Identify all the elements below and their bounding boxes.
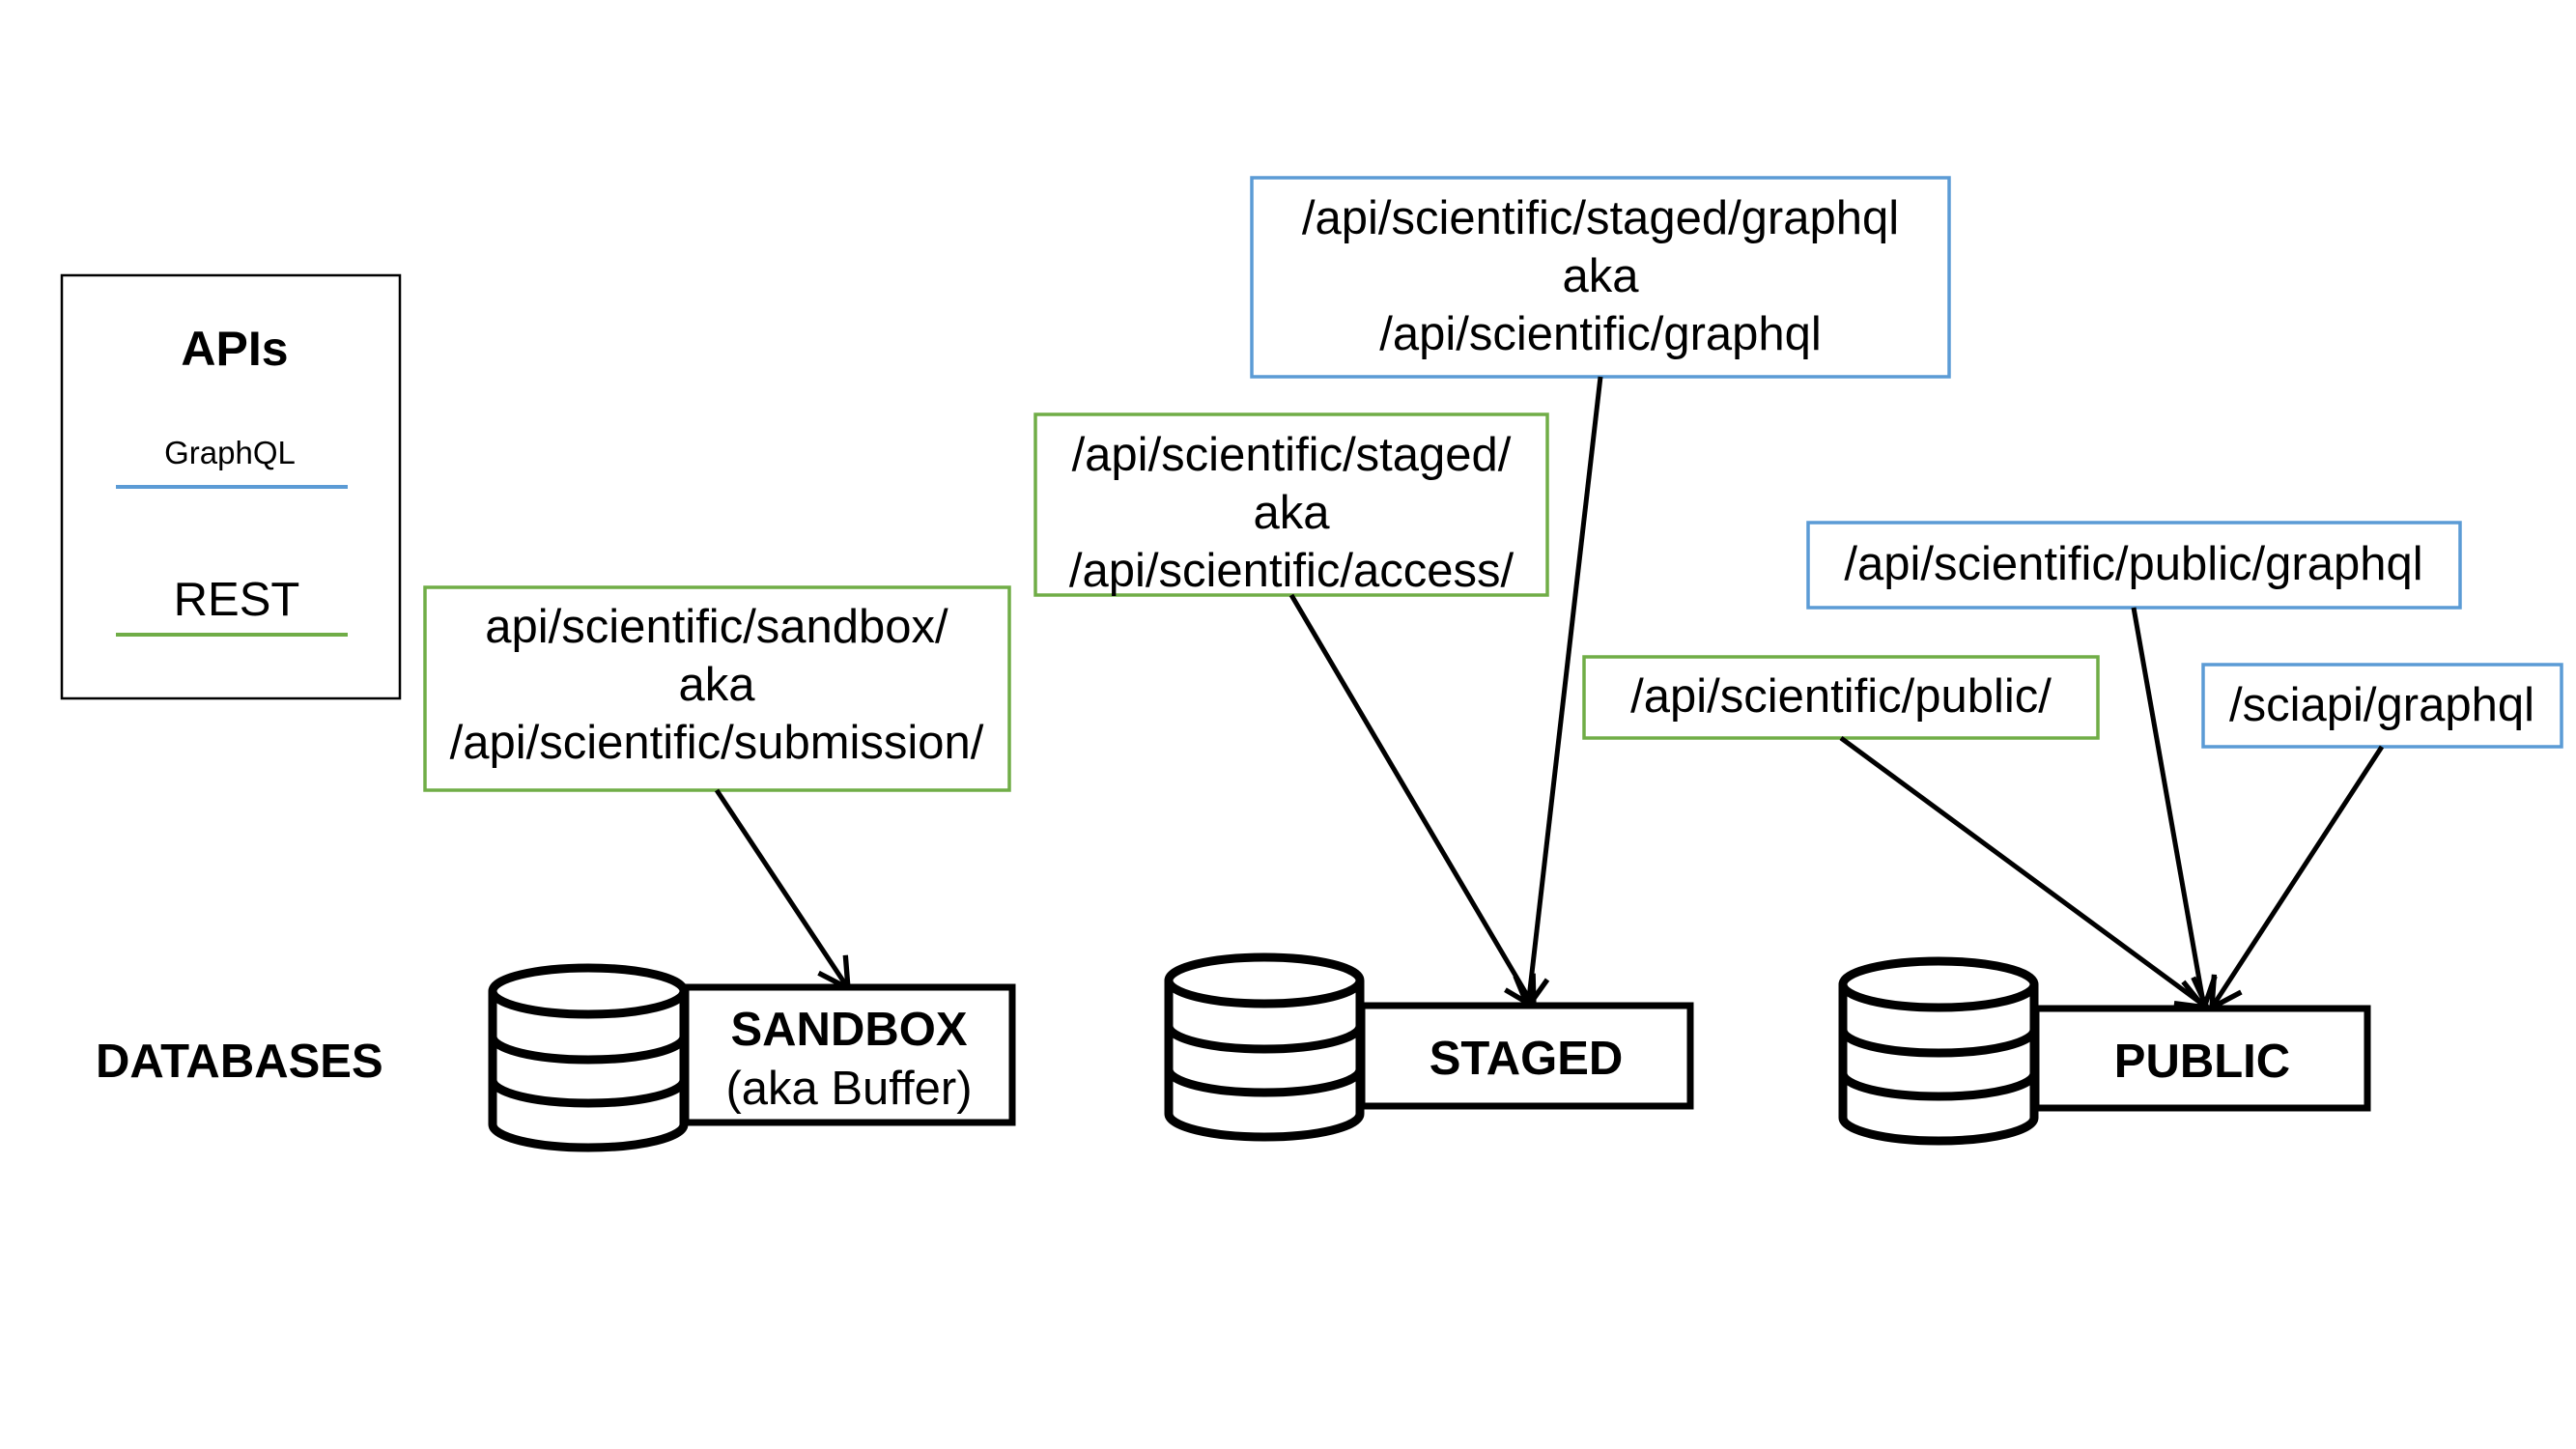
endpoint-frame xyxy=(2201,663,2563,749)
connection-arrow xyxy=(1513,376,1603,1012)
database-name: STAGED xyxy=(1430,1033,1624,1085)
legend: APIs GraphQL REST xyxy=(60,273,402,700)
database-name: SANDBOX xyxy=(730,1004,967,1056)
connection-arrow xyxy=(1839,735,2212,1011)
endpoint-frame xyxy=(423,585,1011,792)
endpoint-line: aka xyxy=(678,659,755,711)
endpoint-box-staged-rest: /api/scientific/staged/ aka /api/scienti… xyxy=(1033,412,1549,597)
database-icon xyxy=(1838,956,2039,1146)
endpoint-line: /sciapi/graphql xyxy=(2229,679,2534,731)
connection-arrow xyxy=(714,788,852,993)
endpoint-line: /api/scientific/staged/ xyxy=(1072,429,1512,481)
endpoint-frame xyxy=(1582,655,2100,740)
legend-title: APIs xyxy=(181,322,288,376)
endpoint-frame xyxy=(1250,176,1951,379)
endpoint-line: api/scientific/sandbox/ xyxy=(485,601,948,653)
endpoint-line: /api/scientific/public/ xyxy=(1630,670,2052,723)
endpoint-box-sciapi-graphql: /sciapi/graphql xyxy=(2201,663,2563,749)
endpoint-line: aka xyxy=(1253,487,1330,539)
database-public: PUBLIC xyxy=(1838,956,2371,1146)
database-name: PUBLIC xyxy=(2114,1036,2290,1088)
endpoint-line: /api/scientific/access/ xyxy=(1069,545,1514,597)
endpoint-line: /api/scientific/staged/graphql xyxy=(1302,192,1899,244)
connections xyxy=(714,376,2385,1013)
endpoint-line: aka xyxy=(1562,250,1639,302)
database-label-box xyxy=(2032,1005,2371,1112)
database-icon xyxy=(488,963,689,1152)
endpoint-line: /api/scientific/submission/ xyxy=(450,717,984,769)
endpoint-line: /api/scientific/public/graphql xyxy=(1844,538,2422,590)
databases-label: DATABASES xyxy=(96,1036,383,1088)
database-label-box xyxy=(682,983,1016,1126)
legend-rest-label: REST xyxy=(174,574,300,626)
connection-arrow xyxy=(2209,745,2385,1012)
database-icon xyxy=(1164,952,1365,1142)
endpoint-frame xyxy=(1806,521,2462,610)
connection-arrow xyxy=(2131,607,2218,1013)
endpoint-box-public-graphql: /api/scientific/public/graphql xyxy=(1806,521,2462,610)
database-sandbox: SANDBOX (aka Buffer) xyxy=(488,963,1016,1152)
database-staged: STAGED xyxy=(1164,952,1694,1142)
legend-graphql-label: GraphQL xyxy=(164,435,296,470)
database-alias: (aka Buffer) xyxy=(725,1063,972,1115)
database-label-box xyxy=(1358,1002,1694,1110)
connection-arrow xyxy=(1288,593,1537,1011)
endpoint-box-public-rest: /api/scientific/public/ xyxy=(1582,655,2100,740)
endpoint-box-sandbox-rest: api/scientific/sandbox/ aka /api/scienti… xyxy=(423,585,1011,792)
endpoint-line: /api/scientific/graphql xyxy=(1379,308,1822,360)
endpoint-box-staged-graphql: /api/scientific/staged/graphql aka /api/… xyxy=(1250,176,1951,379)
endpoint-frame xyxy=(1033,412,1549,597)
